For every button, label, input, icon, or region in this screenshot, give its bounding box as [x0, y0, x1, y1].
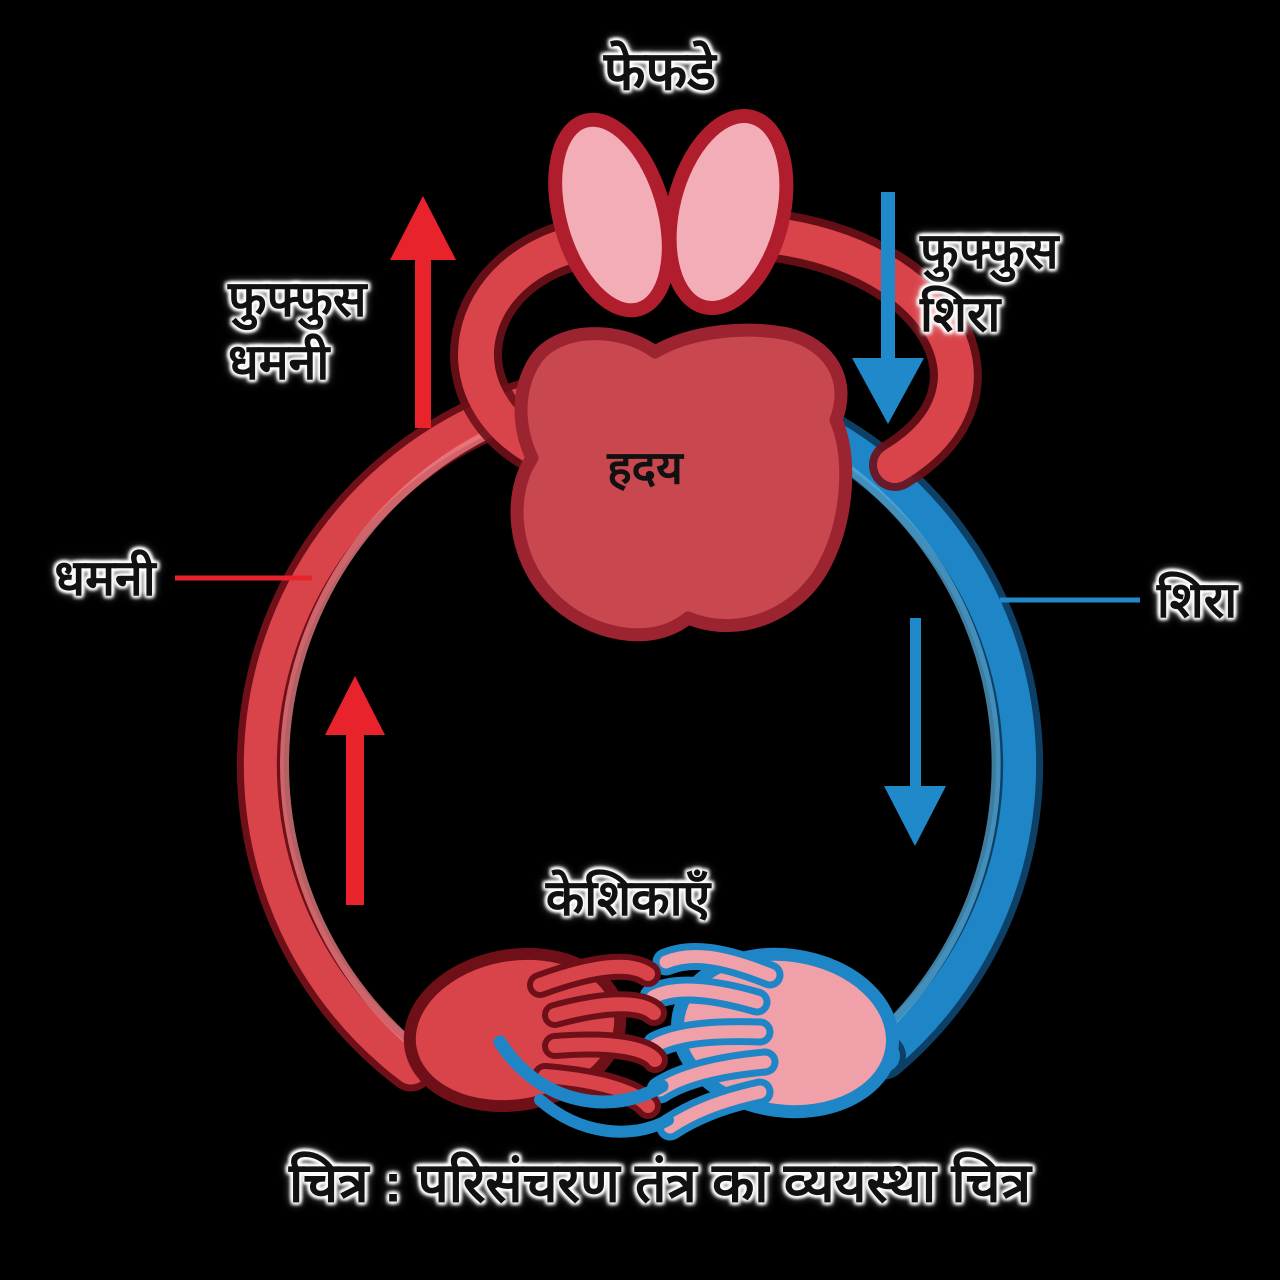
capillary-vein-loops	[493, 1035, 674, 1138]
vein-label: शिरा	[1156, 571, 1238, 628]
pulmonary-vein-label: फुफ्फुस शिरा	[920, 220, 1059, 345]
artery-label: धमनी	[54, 549, 156, 606]
pulmonary-artery-arrow	[390, 196, 456, 428]
vein-flow-arrow	[884, 618, 946, 846]
lung-right-icon	[662, 108, 794, 316]
heart-shape	[510, 323, 853, 642]
pulmonary-vein-label-line2: शिरा	[920, 285, 1001, 342]
lungs-label: फेफडे	[603, 41, 717, 102]
pulmonary-artery-label-line1: फुफ्फुस	[228, 271, 367, 327]
pulmonary-loop-left	[450, 214, 624, 476]
artery-flow-arrow	[325, 676, 385, 905]
pulmonary-vein-label-line1: फुफ्फुस	[920, 223, 1059, 279]
pulmonary-artery-label: फुफ्फुस धमनी	[228, 268, 367, 393]
capillary-bed-right	[639, 942, 906, 1141]
capillaries-label: केशिकाएँ	[545, 869, 711, 926]
lung-left-icon	[548, 112, 676, 318]
caption: चित्र : परिसंचरण तंत्र का व्ययस्था चित्र	[289, 1151, 1031, 1214]
pulmonary-loop-right	[742, 209, 982, 491]
pulmonary-artery-label-line2: धमनी	[228, 333, 330, 390]
pulmonary-vein-arrow	[852, 192, 924, 424]
heart-label: हदय	[607, 441, 683, 494]
capillary-bed-left	[403, 947, 674, 1138]
